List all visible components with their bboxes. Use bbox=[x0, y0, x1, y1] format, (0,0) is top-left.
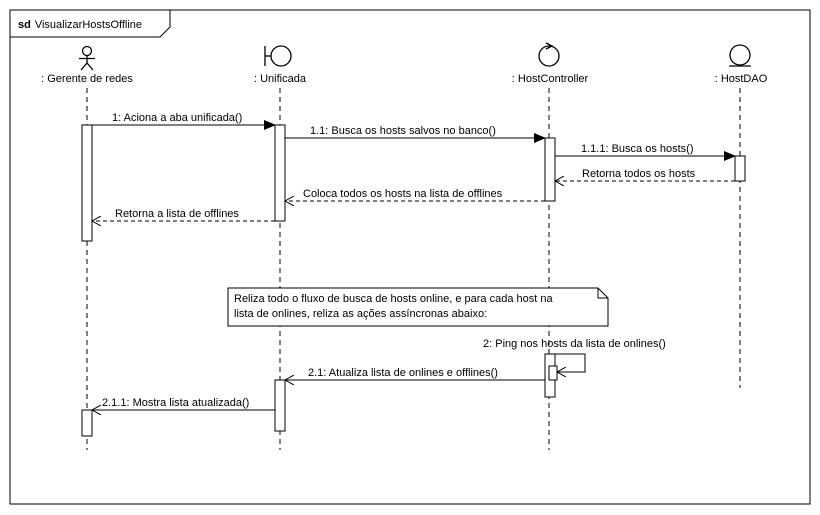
message-2-1-1[interactable]: 2.1.1: Mostra lista atualizada() bbox=[92, 397, 275, 410]
message-1-1[interactable]: 1.1: Busca os hosts salvos no banco() bbox=[285, 125, 546, 143]
message-arrow bbox=[555, 353, 586, 372]
actor-icon bbox=[79, 45, 95, 71]
activation-bar bbox=[81, 124, 93, 242]
entity-icon bbox=[729, 44, 751, 67]
message-label: 1.1.1: Busca os hosts() bbox=[581, 143, 694, 155]
activation-bar bbox=[274, 124, 286, 222]
lifeline-hostdao[interactable]: : HostDAO bbox=[715, 44, 768, 388]
activation-bar bbox=[548, 365, 558, 381]
note-fold bbox=[597, 288, 608, 299]
message-label: 2.1: Atualiza lista de onlines e offline… bbox=[308, 367, 498, 379]
frame-title-tab bbox=[9, 9, 171, 38]
return-1-1-1[interactable]: Retorna todos os hosts bbox=[555, 168, 735, 181]
message-label: 2.1.1: Mostra lista atualizada() bbox=[102, 397, 249, 409]
lifeline-label: : HostDAO bbox=[715, 73, 768, 85]
note-line: lista de onlines, reliza as ações assínc… bbox=[234, 308, 487, 320]
control-icon bbox=[538, 42, 560, 67]
lifeline-label: : HostController bbox=[512, 73, 589, 85]
message-label: 1: Aciona a aba unificada() bbox=[112, 112, 242, 124]
message-1[interactable]: 1: Aciona a aba unificada() bbox=[92, 112, 276, 130]
message-1-1-1[interactable]: 1.1.1: Busca os hosts() bbox=[555, 143, 736, 161]
return-1-1[interactable]: Coloca todos os hosts na lista de offlin… bbox=[285, 188, 545, 201]
activation-bar bbox=[544, 137, 556, 202]
activation-bar bbox=[274, 379, 286, 432]
message-label: Coloca todos os hosts na lista de offlin… bbox=[303, 188, 503, 200]
activation-bar bbox=[81, 409, 93, 437]
return-1[interactable]: Retorna a lista de offlines bbox=[92, 208, 275, 221]
message-label: Retorna a lista de offlines bbox=[115, 208, 239, 220]
frame-keyword: sd bbox=[18, 19, 31, 31]
lifeline-label: : Gerente de redes bbox=[41, 73, 133, 85]
lifeline-label: : Unificada bbox=[254, 73, 307, 85]
note-box bbox=[227, 287, 609, 327]
lifeline-gerente[interactable]: : Gerente de redes bbox=[41, 45, 133, 451]
message-label: 2: Ping nos hosts da lista de onlines() bbox=[483, 338, 666, 350]
frame-name: VisualizarHostsOffline bbox=[35, 19, 142, 31]
note[interactable]: Reliza todo o fluxo de busca de hosts on… bbox=[227, 287, 609, 327]
message-label: 1.1: Busca os hosts salvos no banco() bbox=[310, 125, 496, 137]
frame-title: sd VisualizarHostsOffline bbox=[18, 19, 142, 31]
diagram-frame: sd VisualizarHostsOffline bbox=[9, 9, 811, 505]
note-line: Reliza todo o fluxo de busca de hosts on… bbox=[234, 293, 553, 305]
message-label: Retorna todos os hosts bbox=[582, 168, 696, 180]
boundary-icon bbox=[264, 45, 292, 67]
message-2-1[interactable]: 2.1: Atualiza lista de onlines e offline… bbox=[285, 367, 545, 380]
activation-bar bbox=[734, 155, 746, 182]
message-2[interactable]: 2: Ping nos hosts da lista de onlines() bbox=[483, 338, 666, 372]
